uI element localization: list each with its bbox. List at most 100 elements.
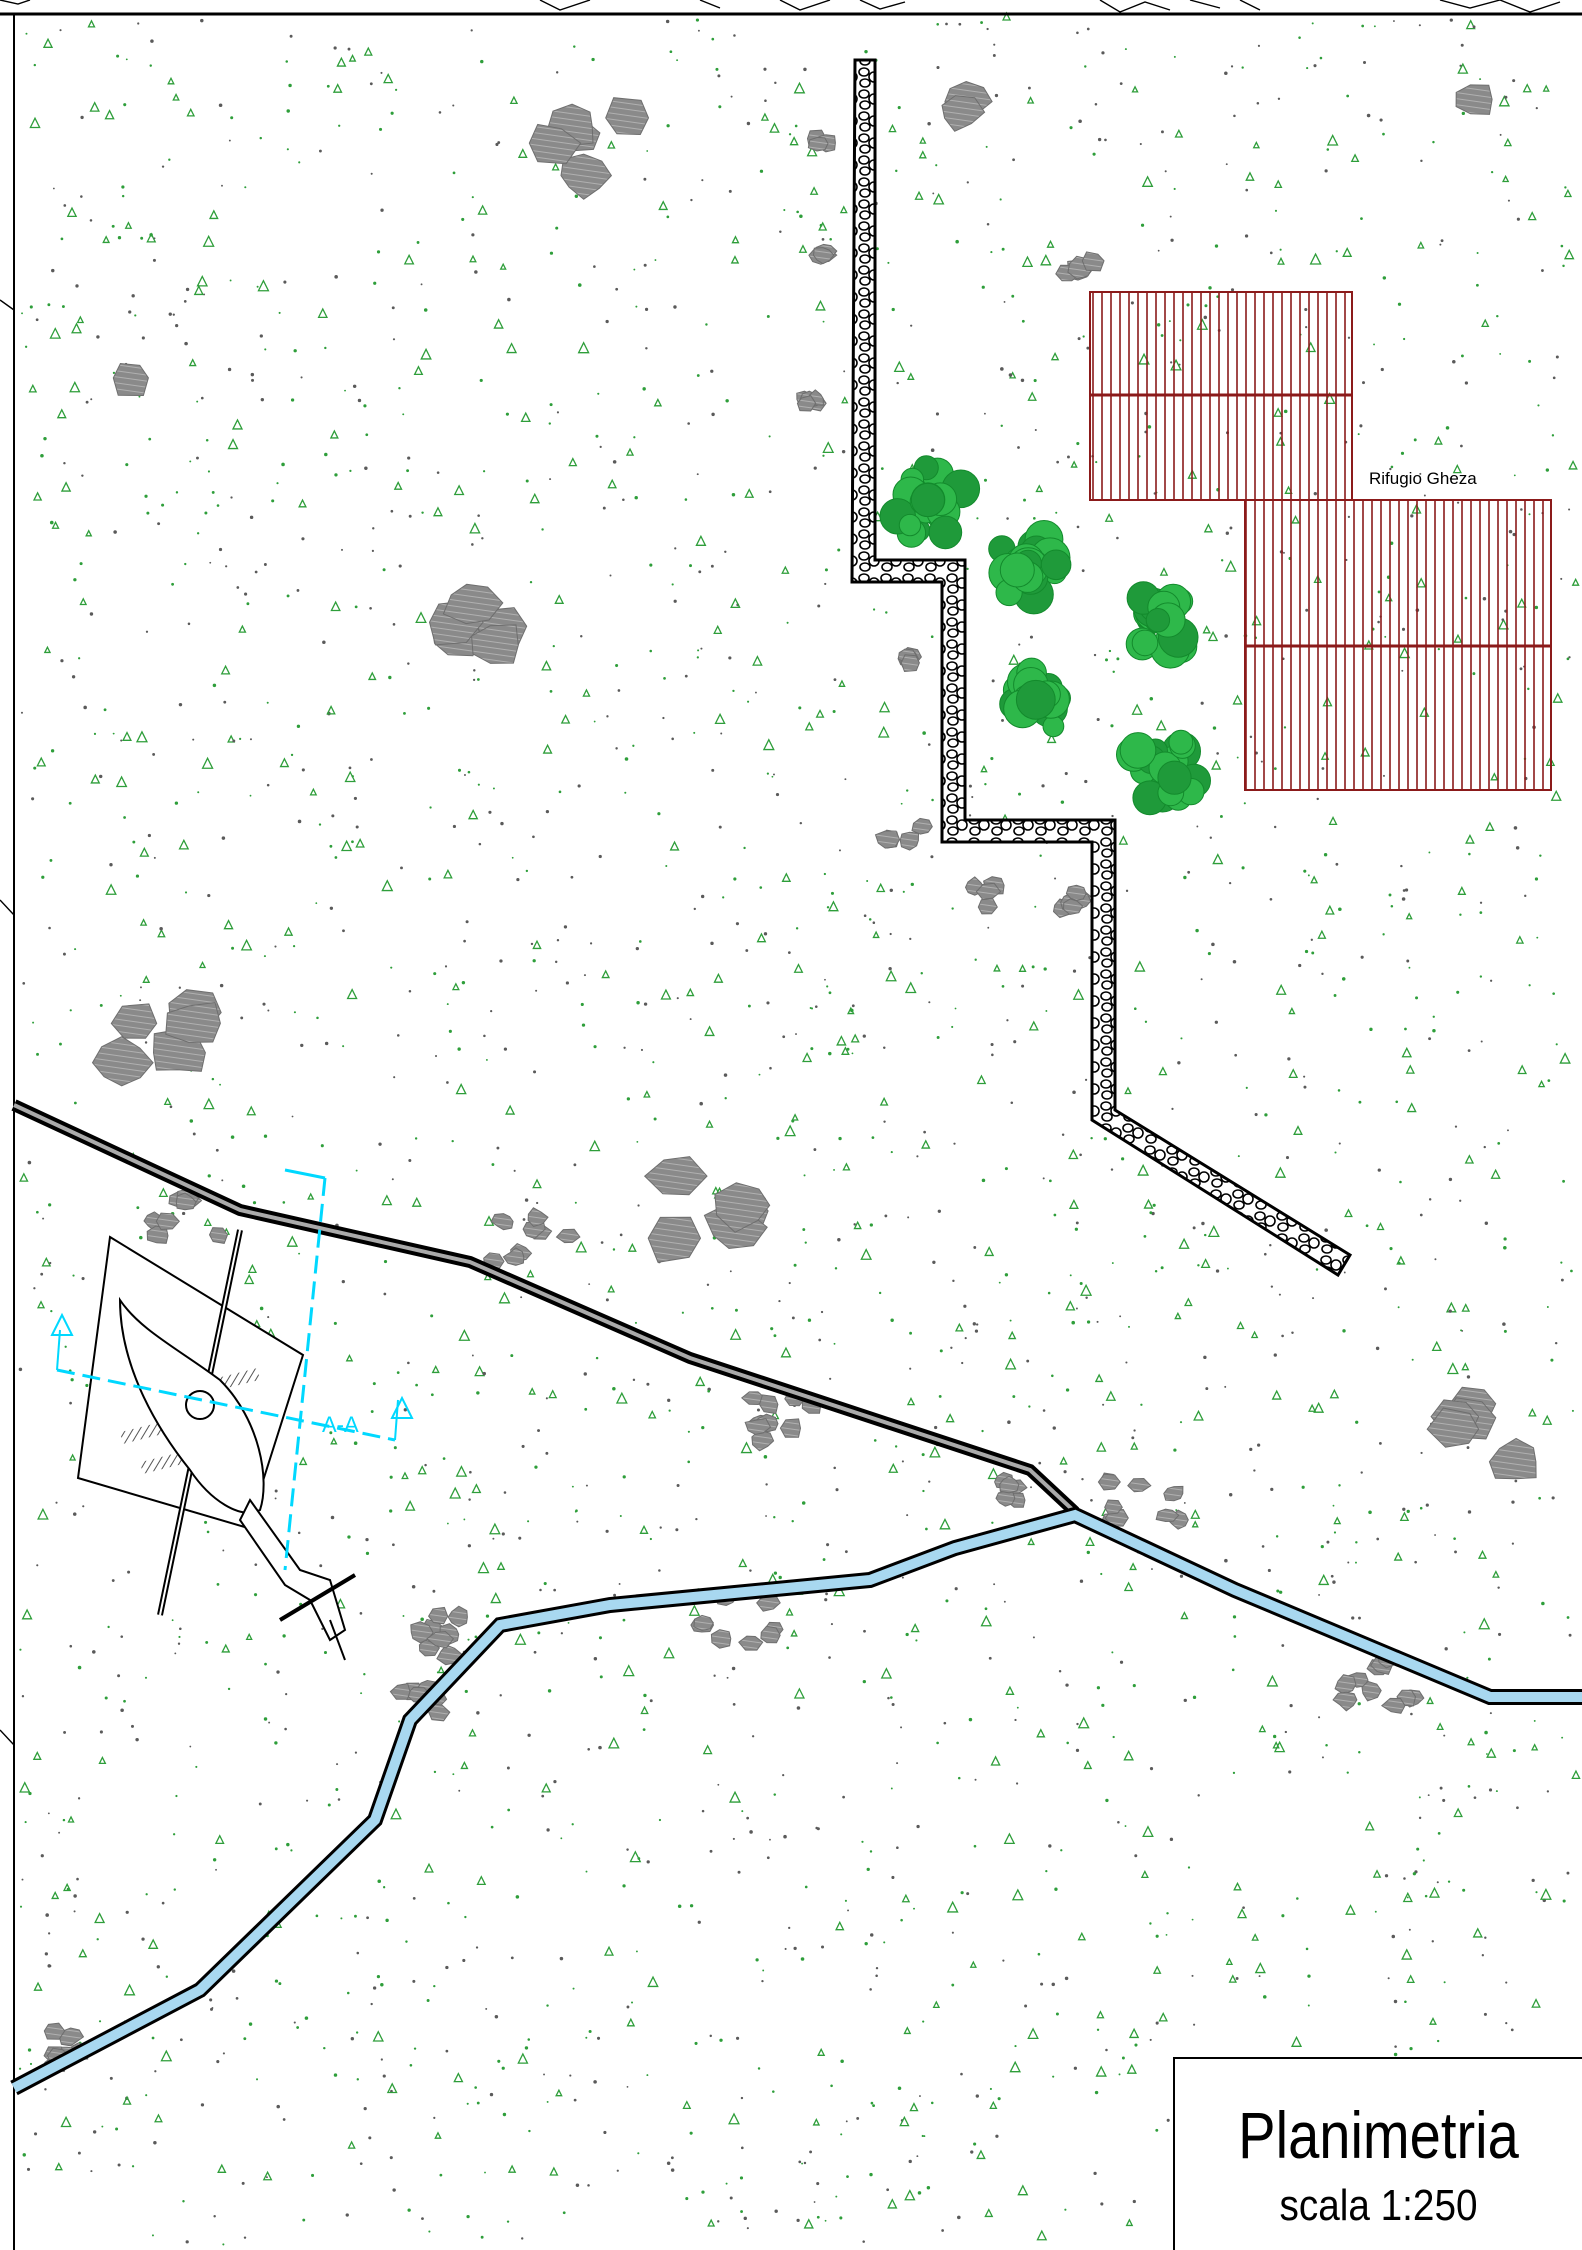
grass-mark-icon <box>276 1670 280 1674</box>
grass-mark-icon <box>1419 1506 1423 1510</box>
grass-mark-icon <box>467 770 471 774</box>
grass-mark-icon <box>768 490 772 494</box>
grass-mark-icon <box>1475 283 1479 287</box>
grass-mark-icon <box>576 1520 579 1523</box>
grass-mark-icon <box>878 701 891 713</box>
grass-mark-icon <box>1042 1177 1045 1180</box>
grass-mark-icon <box>1245 171 1255 181</box>
grass-mark-icon <box>635 947 639 951</box>
grass-mark-icon <box>390 1807 402 1820</box>
grass-mark-icon <box>56 408 67 419</box>
grass-mark-icon <box>1459 913 1462 916</box>
grass-mark-icon <box>1095 2065 1107 2077</box>
grass-mark-icon <box>533 1070 537 1074</box>
grass-mark-icon <box>784 1124 797 1137</box>
grass-mark-icon <box>268 1721 271 1724</box>
grass-mark-icon <box>585 2036 588 2039</box>
grass-mark-icon <box>58 1831 61 1834</box>
grass-mark-icon <box>1142 1825 1154 1837</box>
grass-mark-icon <box>50 749 55 753</box>
grass-mark-icon <box>1173 187 1176 191</box>
grass-mark-icon <box>939 1349 943 1353</box>
grass-mark-icon <box>571 1485 574 1488</box>
grass-mark-icon <box>532 835 535 839</box>
grass-mark-icon <box>315 1914 319 1918</box>
grass-mark-icon <box>241 2181 245 2185</box>
grass-mark-icon <box>1004 1357 1017 1370</box>
grass-mark-icon <box>622 498 625 502</box>
grass-mark-icon <box>1304 949 1309 954</box>
grass-mark-icon <box>1056 460 1059 464</box>
grass-mark-icon <box>178 838 190 850</box>
grass-mark-icon <box>525 479 529 483</box>
grass-mark-icon <box>76 315 85 324</box>
grass-mark-icon <box>1528 984 1531 987</box>
grass-mark-icon <box>1293 1125 1303 1135</box>
grass-mark-icon <box>213 2215 216 2218</box>
grass-mark-icon <box>130 1724 134 1728</box>
grass-mark-icon <box>687 1430 690 1433</box>
grass-mark-icon <box>18 1367 23 1372</box>
grass-mark-icon <box>1173 1448 1177 1452</box>
grass-mark-icon <box>125 58 128 61</box>
grass-mark-icon <box>153 856 156 859</box>
grass-mark-icon <box>1139 142 1142 146</box>
grass-mark-icon <box>1307 874 1310 877</box>
grass-mark-icon <box>984 412 986 415</box>
grass-mark-icon <box>1505 2022 1508 2025</box>
grass-mark-icon <box>392 338 396 341</box>
grass-mark-icon <box>652 1061 655 1064</box>
grass-mark-icon <box>243 2037 247 2041</box>
grass-mark-icon <box>1313 1401 1325 1413</box>
grass-mark-icon <box>1539 1887 1552 1900</box>
grass-mark-icon <box>158 1187 169 1198</box>
grass-mark-icon <box>76 1877 79 1881</box>
grass-mark-icon <box>1169 1837 1174 1842</box>
grass-mark-icon <box>433 2116 436 2119</box>
grass-mark-icon <box>916 1155 919 1158</box>
grass-mark-icon <box>215 1148 219 1152</box>
grass-mark-icon <box>1183 1502 1186 1504</box>
grass-mark-icon <box>271 499 275 503</box>
grass-mark-icon <box>1049 1179 1052 1183</box>
grass-mark-icon <box>1230 65 1234 68</box>
grass-mark-icon <box>433 1770 437 1774</box>
grass-mark-icon <box>532 959 536 963</box>
grass-mark-icon <box>402 1615 405 1617</box>
grass-mark-icon <box>1562 1899 1566 1903</box>
grass-mark-icon <box>428 2230 431 2233</box>
grass-mark-icon <box>222 2243 225 2246</box>
grass-mark-icon <box>759 886 763 889</box>
grass-mark-icon <box>844 1550 848 1554</box>
grass-mark-icon <box>428 877 432 881</box>
grass-mark-icon <box>1193 1409 1204 1421</box>
grass-mark-icon <box>471 233 475 237</box>
grass-mark-icon <box>507 297 511 302</box>
grass-mark-icon <box>1318 1594 1320 1596</box>
grass-mark-icon <box>1082 335 1085 338</box>
grass-mark-icon <box>976 1074 987 1085</box>
grass-mark-icon <box>1232 960 1237 964</box>
grass-mark-icon <box>1318 1573 1330 1586</box>
grass-mark-icon <box>505 1104 516 1115</box>
grass-mark-icon <box>1134 1854 1138 1858</box>
grass-mark-icon <box>1490 1168 1501 1179</box>
grass-mark-icon <box>552 644 555 648</box>
grass-mark-icon <box>274 1847 278 1851</box>
grass-mark-icon <box>78 1948 88 1958</box>
grass-mark-icon <box>1104 513 1114 522</box>
grass-mark-icon <box>1261 1545 1265 1548</box>
grass-mark-icon <box>493 318 504 329</box>
stream <box>10 1506 1582 2096</box>
grass-mark-icon <box>152 258 156 262</box>
grass-mark-icon <box>145 630 149 633</box>
grass-mark-icon <box>910 1622 920 1633</box>
grass-mark-icon <box>1443 1734 1446 1737</box>
grass-mark-icon <box>1459 1199 1462 1202</box>
grass-mark-icon <box>356 2078 359 2081</box>
grass-mark-icon <box>1276 1589 1280 1593</box>
grass-mark-icon <box>1483 1145 1486 1149</box>
grass-mark-icon <box>707 1389 711 1393</box>
rock-icon <box>428 1703 451 1722</box>
grass-mark-icon <box>632 744 635 747</box>
